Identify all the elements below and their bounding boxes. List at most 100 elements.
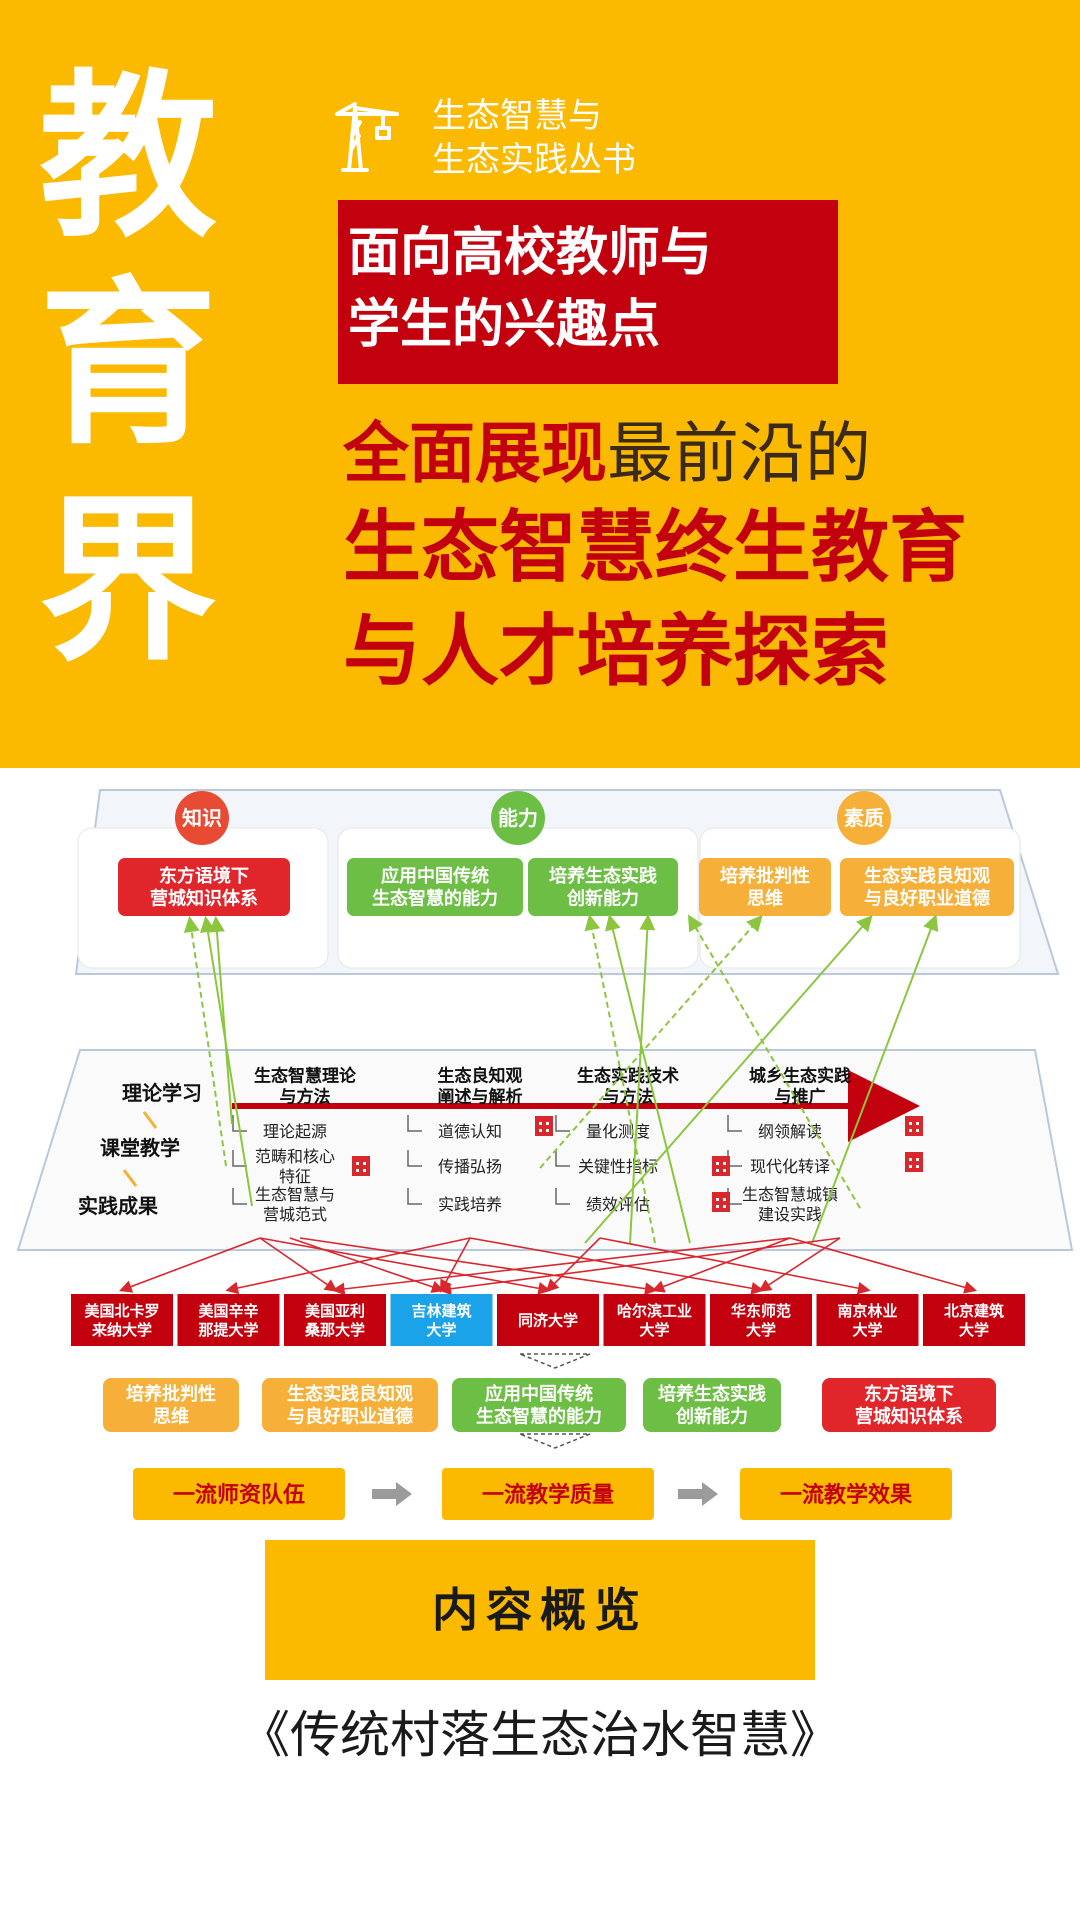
top-box-1: [118, 858, 290, 916]
outcome-box-1-text-line-1: 培养批判性: [126, 1383, 216, 1405]
overview-box: 内容概览: [265, 1540, 815, 1680]
red-link: [789, 1237, 978, 1294]
university-box-6-text-line-2: 大学: [639, 1321, 669, 1339]
down-arrow-1: [519, 1353, 591, 1369]
red-link: [758, 1237, 841, 1292]
column-1-item-2-line-2: 特征: [279, 1167, 311, 1186]
green-link: [183, 916, 227, 1167]
column-4-item-3-line-1: 生态智慧城镇: [742, 1185, 838, 1204]
header-banner: 教 育 界 生态智慧与 生态实践丛书 面向高校教师与 学生的兴趣点 全面展现最前…: [0, 0, 1080, 768]
building-icon: [352, 1156, 370, 1176]
column-2-item-2-line-1: 传播弘扬: [438, 1157, 502, 1176]
top-box-5: [840, 858, 1014, 916]
final-box-2: [442, 1468, 654, 1520]
green-link: [200, 916, 253, 1207]
university-box-2-text-line-1: 美国辛辛: [198, 1302, 258, 1320]
crane-icon: [335, 102, 399, 172]
university-box-1-text-line-2: 来纳大学: [91, 1321, 152, 1339]
top-box-1-text-line-1: 东方语境下: [159, 865, 249, 887]
bottom-layer: 美国北卡罗来纳大学美国辛辛那提大学美国亚利桑那大学吉林建筑大学同济大学哈尔滨工业…: [71, 1294, 1025, 1520]
top-box-4-text-line-1: 培养批判性: [720, 865, 810, 887]
top-box-3-text-line-2: 创新能力: [566, 888, 639, 910]
big-char-3: 界: [39, 478, 217, 685]
university-box-4: [390, 1294, 493, 1346]
top-box-2-text-line-1: 应用中国传统: [381, 865, 489, 887]
final-box-1: [133, 1468, 345, 1520]
headline-line-3: 与人才培养探索: [343, 607, 890, 697]
category-circle-2: [491, 791, 545, 845]
outcome-box-3-text-line-2: 生态智慧的能力: [476, 1406, 602, 1428]
column-2-item-1-line-1: 道德认知: [438, 1122, 502, 1141]
column-title-1-line-1: 生态智慧理论: [254, 1065, 357, 1086]
outcome-box-2-text-line-2: 与良好职业道德: [287, 1406, 413, 1428]
category-circle-3: [837, 791, 891, 845]
column-1-item-1-line-1: 理论起源: [263, 1122, 327, 1141]
series-name-line-2: 生态实践丛书: [432, 140, 636, 180]
top-box-2-text-line-2: 生态智慧的能力: [372, 888, 498, 910]
category-circle-1: [175, 791, 229, 845]
column-title-3-line-2: 与方法: [603, 1087, 654, 1108]
outcome-box-4: [643, 1378, 781, 1432]
building-icon: [712, 1192, 730, 1212]
outcome-box-4-text-line-1: 培养生态实践: [658, 1383, 766, 1405]
connection-lines: [119, 914, 978, 1296]
top-box-5-text-line-2: 与良好职业道德: [864, 888, 990, 910]
red-link: [299, 1237, 658, 1295]
red-link: [259, 1237, 338, 1292]
university-box-1: [71, 1294, 173, 1346]
book-title: 《传统村落生态治水智慧》: [240, 1706, 840, 1764]
top-box-4: [699, 858, 831, 916]
column-1-item-3-line-1: 生态智慧与: [255, 1185, 335, 1204]
red-link: [119, 1237, 261, 1293]
item-connector: [555, 1115, 570, 1132]
category-label-2-line-1: 能力: [498, 806, 538, 830]
series-name-line-1: 生态智慧与: [432, 96, 602, 136]
university-box-6: [603, 1294, 706, 1346]
column-title-3-line-1: 生态实践技术: [577, 1065, 679, 1086]
building-icon: [905, 1116, 923, 1136]
university-box-5: [497, 1294, 599, 1346]
university-box-8-text-line-1: 南京林业: [837, 1302, 897, 1320]
red-box-line-2: 学生的兴趣点: [348, 295, 661, 355]
top-layer: 知识能力素质东方语境下营城知识体系应用中国传统生态智慧的能力培养生态实践创新能力…: [118, 791, 1014, 916]
flow-arrow-2: [678, 1482, 718, 1506]
column-4-item-1-line-1: 纲领解读: [758, 1122, 822, 1141]
top-box-2: [347, 858, 523, 916]
middle-plane: [16, 1049, 1074, 1251]
top-box-3-text-line-1: 培养生态实践: [549, 865, 657, 887]
green-link: [811, 914, 939, 1244]
column-1-item-2-line-1: 范畴和核心: [255, 1147, 335, 1166]
row-link-arrow-1: [142, 1111, 158, 1129]
final-box-3: [740, 1468, 952, 1520]
column-3-item-1-line-1: 量化测度: [586, 1122, 650, 1141]
university-box-9-text-line-2: 大学: [959, 1321, 989, 1339]
green-link: [605, 914, 691, 1244]
column-1-item-3-line-2: 营城范式: [263, 1205, 327, 1224]
university-box-6-text-line-1: 哈尔滨工业: [617, 1302, 692, 1320]
red-box-line-1: 面向高校教师与: [348, 223, 713, 283]
outcome-box-5: [822, 1378, 996, 1432]
headline-rest: 最前沿的: [607, 415, 871, 492]
headline-highlight: 全面展现: [343, 415, 607, 492]
item-connector: [232, 1150, 247, 1167]
outcome-box-2-text-line-1: 生态实践良知观: [287, 1383, 413, 1405]
outcome-box-2: [262, 1378, 438, 1432]
green-link: [584, 914, 656, 1244]
column-title-2-line-1: 生态良知观: [438, 1065, 523, 1086]
green-link: [539, 914, 763, 1169]
university-box-8: [816, 1294, 919, 1346]
green-link: [584, 914, 873, 1244]
column-title-1-line-2: 与方法: [280, 1087, 331, 1108]
item-connector: [555, 1150, 570, 1167]
red-link: [545, 1237, 601, 1293]
university-box-3-text-line-1: 美国亚利: [305, 1302, 365, 1320]
university-box-7-text-line-2: 大学: [746, 1321, 776, 1339]
university-box-8-text-line-2: 大学: [852, 1321, 882, 1339]
outcome-box-3: [452, 1378, 626, 1432]
outcome-box-4-text-line-2: 创新能力: [675, 1406, 748, 1428]
item-connector: [232, 1188, 247, 1205]
red-highlight-box: 面向高校教师与 学生的兴趣点: [338, 200, 838, 384]
column-4-item-2-line-1: 现代化转译: [750, 1157, 830, 1176]
column-2-item-3-line-1: 实践培养: [438, 1195, 502, 1214]
final-box-2-text-line-1: 一流教学质量: [482, 1482, 614, 1508]
